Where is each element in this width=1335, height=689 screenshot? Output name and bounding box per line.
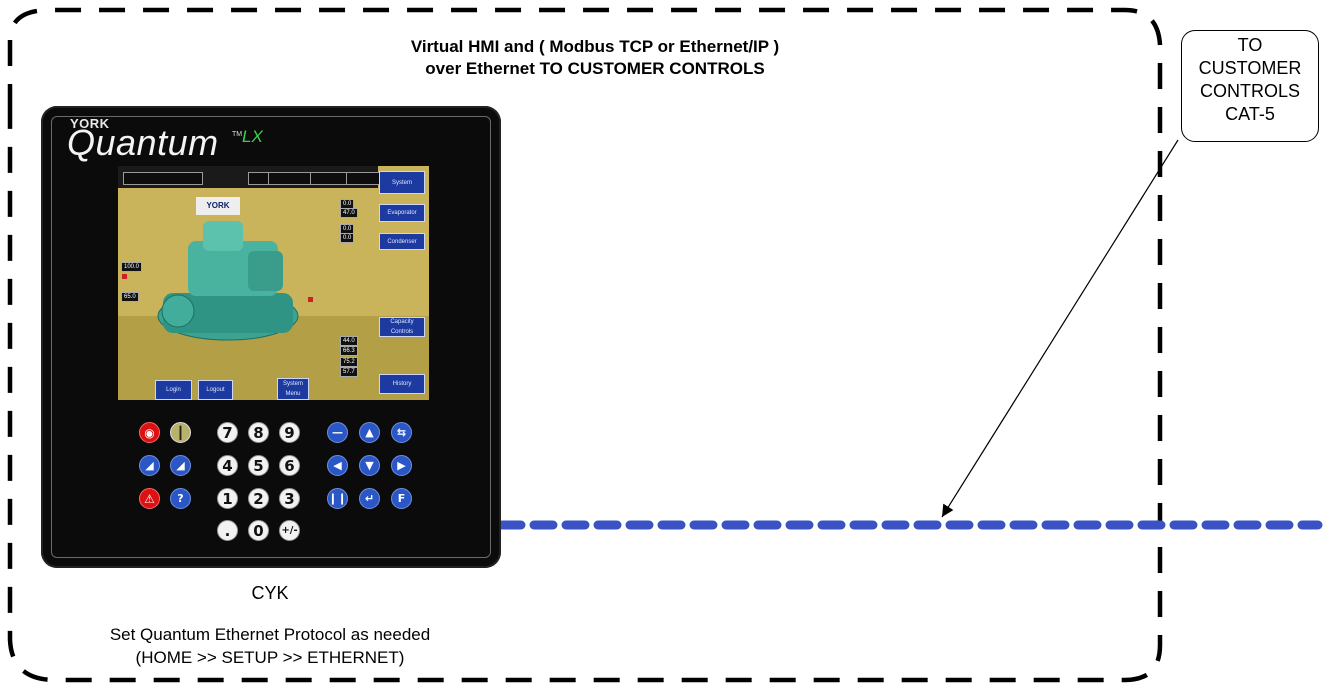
protocol-caption: Set Quantum Ethernet Protocol as needed … bbox=[40, 623, 500, 669]
key-8[interactable]: 8 bbox=[248, 422, 269, 443]
logout-button[interactable]: Logout bbox=[198, 380, 233, 400]
status-field-5 bbox=[346, 172, 380, 185]
menu-path-caption: (HOME >> SETUP >> ETHERNET) bbox=[135, 648, 405, 667]
system-button[interactable]: System bbox=[379, 171, 425, 194]
protocol-caption-line: Set Quantum Ethernet Protocol as needed bbox=[109, 625, 431, 644]
arrow-up-icon[interactable]: ▲ bbox=[359, 422, 380, 443]
status-field-2 bbox=[248, 172, 270, 185]
key-6[interactable]: 6 bbox=[279, 455, 300, 476]
condenser-flow-led bbox=[122, 274, 127, 279]
stop-key[interactable]: ◉ bbox=[139, 422, 160, 443]
history-button[interactable]: History bbox=[379, 374, 425, 394]
boundary-dashed bbox=[7, 7, 1163, 683]
minus-key[interactable]: — bbox=[327, 422, 348, 443]
screen-value: 75.2 bbox=[340, 357, 358, 367]
arrow-right-icon[interactable]: ▶ bbox=[391, 455, 412, 476]
function-key-left[interactable]: ◢ bbox=[139, 455, 160, 476]
function-key-right[interactable]: ◢ bbox=[170, 455, 191, 476]
key-1[interactable]: 1 bbox=[217, 488, 238, 509]
callout-line-4: CAT-5 bbox=[1225, 104, 1275, 124]
screen-value: 66.3 bbox=[340, 346, 358, 356]
screen-value: 65.0 bbox=[121, 292, 139, 302]
lx-brand-suffix: LX bbox=[242, 127, 263, 146]
alarm-silence-key[interactable]: ⚠ bbox=[139, 488, 160, 509]
key-9[interactable]: 9 bbox=[279, 422, 300, 443]
key-3[interactable]: 3 bbox=[279, 488, 300, 509]
screen-value: 0.0 bbox=[340, 233, 355, 243]
screen-value: 47.0 bbox=[340, 208, 358, 218]
arrow-left-icon[interactable]: ◀ bbox=[327, 455, 348, 476]
key-4[interactable]: 4 bbox=[217, 455, 238, 476]
condenser-button[interactable]: Condenser bbox=[379, 233, 425, 250]
status-field-1 bbox=[123, 172, 203, 185]
trademark-mark: TM bbox=[232, 131, 243, 138]
customer-controls-callout: TO CUSTOMER CONTROLS CAT-5 bbox=[1181, 30, 1319, 142]
screen-value: 44.0 bbox=[340, 336, 358, 346]
hmi-touch-screen: YORK System Evaporator Condenser Capacit… bbox=[118, 166, 429, 400]
screen-value: 100.0 bbox=[121, 262, 143, 272]
key-decimal[interactable]: . bbox=[217, 520, 238, 541]
login-button[interactable]: Login bbox=[155, 380, 192, 400]
key-7[interactable]: 7 bbox=[217, 422, 238, 443]
callout-line-3: CONTROLS bbox=[1199, 81, 1300, 101]
pause-key-icon[interactable]: ❙❙ bbox=[327, 488, 348, 509]
system-menu-button[interactable]: System Menu bbox=[277, 378, 309, 400]
key-5[interactable]: 5 bbox=[248, 455, 269, 476]
status-field-4 bbox=[310, 172, 348, 185]
key-plus-minus[interactable]: +/- bbox=[279, 520, 300, 541]
screen-status-bar bbox=[118, 166, 380, 188]
diagram-title: Virtual HMI and ( Modbus TCP or Ethernet… bbox=[300, 36, 890, 80]
help-key[interactable]: ? bbox=[170, 488, 191, 509]
hmi-bezel bbox=[51, 116, 491, 558]
unit-caption: CYK bbox=[251, 583, 289, 603]
quantum-brand: Quantum bbox=[67, 122, 219, 163]
tab-key-icon[interactable]: ⇆ bbox=[391, 422, 412, 443]
evaporator-flow-led bbox=[308, 297, 313, 302]
york-logo: YORK bbox=[70, 116, 110, 131]
run-key[interactable]: ┃ bbox=[170, 422, 191, 443]
callout-line-2: CUSTOMER bbox=[1198, 58, 1302, 78]
evaporator-button[interactable]: Evaporator bbox=[379, 204, 425, 222]
enter-key-icon[interactable]: ↵ bbox=[359, 488, 380, 509]
title-line-2: over Ethernet TO CUSTOMER CONTROLS bbox=[425, 59, 765, 78]
title-line-1: Virtual HMI and ( Modbus TCP or Ethernet… bbox=[410, 37, 780, 56]
screen-value: 57.7 bbox=[340, 367, 358, 377]
arrow-down-icon[interactable]: ▼ bbox=[359, 455, 380, 476]
callout-line-1: TO bbox=[1237, 35, 1263, 55]
screen-york-logo: YORK bbox=[196, 197, 240, 215]
key-2[interactable]: 2 bbox=[248, 488, 269, 509]
chiller-illustration bbox=[157, 221, 299, 341]
capacity-controls-button[interactable]: Capacity Controls bbox=[379, 317, 425, 337]
status-field-3 bbox=[268, 172, 312, 185]
callout-pointer-arrow bbox=[941, 139, 1179, 518]
f-key-icon[interactable]: F bbox=[391, 488, 412, 509]
key-0[interactable]: 0 bbox=[248, 520, 269, 541]
